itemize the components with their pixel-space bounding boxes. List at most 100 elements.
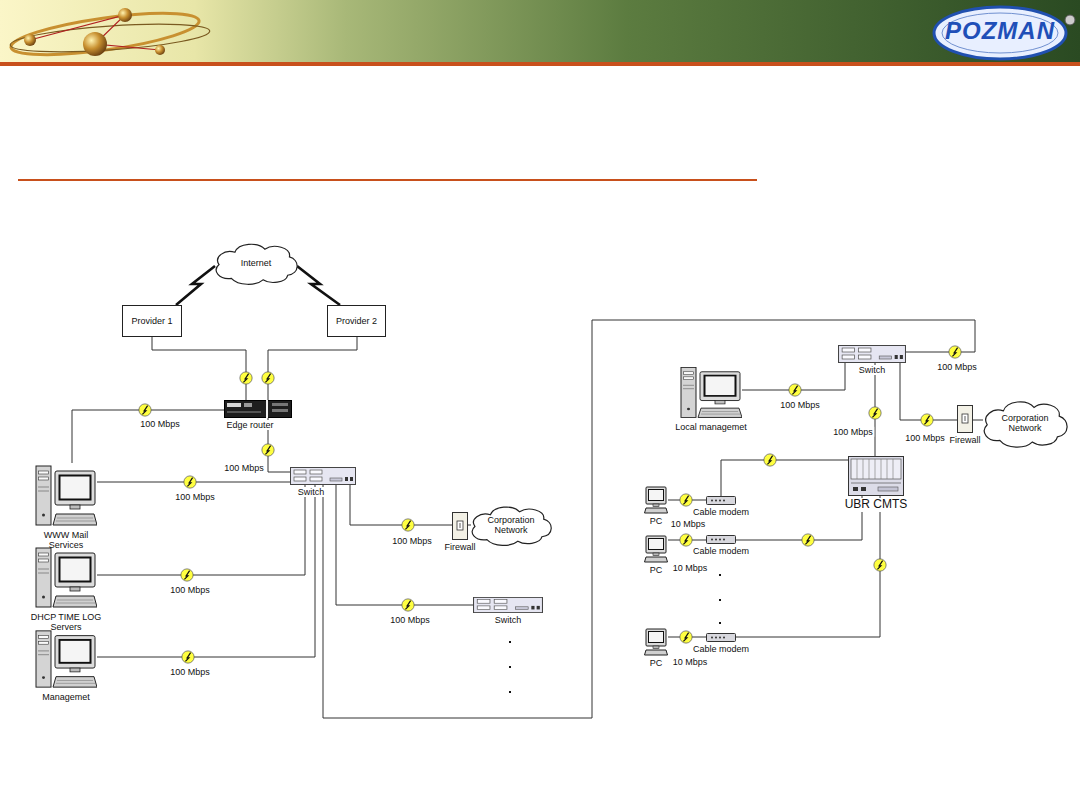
pc-computer-icon: [644, 486, 668, 514]
firewall-device-shape: [453, 513, 468, 540]
network-link: [152, 337, 246, 400]
cable-modem: Cable modem: [706, 496, 736, 505]
pc-computer: PC: [644, 628, 668, 656]
speed-label: 100 Mbps: [936, 362, 978, 372]
firewall-device: Firewall: [452, 512, 468, 540]
cable-modem: Cable modem: [706, 535, 736, 544]
label-holder: Switch: [297, 487, 326, 497]
label-holder: 100 Mbps: [832, 427, 874, 437]
device-label: UBR CMTS: [844, 498, 909, 512]
cable-modem-shape: [707, 497, 736, 505]
network-cloud-shape: [216, 244, 297, 284]
management-computer-icon: [35, 628, 97, 690]
speed-label: 100 Mbps: [223, 463, 265, 473]
device-label: PC: [649, 516, 664, 526]
logo-ellipse: [934, 7, 1066, 59]
network-switch: Switch: [473, 597, 543, 613]
link-speed-icon: [181, 569, 193, 581]
network-link: [97, 485, 305, 575]
cable-modem-icon: [706, 633, 736, 642]
network-link: [323, 320, 975, 718]
label-holder: 10 Mbps: [670, 519, 707, 529]
cable-modem-icon: [706, 496, 736, 505]
link-speed-icon: [182, 651, 194, 663]
network-switch: Switch: [290, 467, 356, 485]
label-holder: 100 Mbps: [904, 433, 946, 443]
device-label: Managemet: [41, 692, 91, 702]
firewall-device-icon: [957, 405, 973, 433]
continuation-dot: [719, 574, 721, 576]
text-holder: Provider 2: [328, 306, 385, 336]
server-computer: WWW Mail Services: [35, 463, 97, 528]
label-holder: Cable modem: [692, 644, 750, 654]
server-computer-shape: [36, 466, 97, 525]
logo-text: POZMAN: [945, 19, 1055, 43]
network-link: [973, 420, 983, 421]
network-link: [268, 337, 357, 400]
speed-label: 10 Mbps: [672, 657, 709, 667]
label-holder: Local managemet: [674, 422, 748, 432]
firewall-device-shape: [958, 406, 973, 433]
label-holder: 100 Mbps: [391, 536, 433, 546]
server-computer-shape: [36, 548, 97, 607]
management-computer-icon: [680, 365, 742, 420]
edge-router: Edge router: [224, 400, 292, 418]
network-switch-shape: [291, 468, 356, 485]
management-computer: Managemet: [35, 628, 97, 690]
label-holder: PC: [649, 565, 664, 575]
link-speed-icon: [680, 494, 692, 506]
link-speed-icon: [802, 534, 814, 546]
network-link: [468, 525, 471, 526]
label-holder: 100 Mbps: [936, 362, 978, 372]
text-holder: Corporation Network: [468, 503, 554, 547]
cloud-label: Corporation Network: [483, 515, 539, 536]
continuation-dot: [509, 691, 511, 693]
label-holder: DHCP TIME LOG Servers: [25, 612, 107, 633]
network-switch-icon: [838, 345, 906, 363]
pc-computer-icon: [644, 535, 668, 563]
management-computer: Local managemet: [680, 365, 742, 420]
network-switch-shape: [839, 346, 906, 363]
header-bar: [0, 0, 1080, 70]
text-holder: Provider 1: [123, 306, 181, 336]
speed-label: 100 Mbps: [389, 615, 431, 625]
link-speed-icon: [262, 372, 274, 384]
continuation-dot: [719, 622, 721, 624]
network-switch-icon: [290, 467, 356, 485]
text-holder: Internet: [212, 240, 300, 286]
link-speed-icon: [921, 414, 933, 426]
label-holder: 10 Mbps: [672, 657, 709, 667]
link-speed-icon: [402, 599, 414, 611]
speed-label: 100 Mbps: [174, 492, 216, 502]
network-switch-icon: [473, 597, 543, 613]
box-label: Provider 2: [336, 316, 377, 326]
device-label: PC: [649, 658, 664, 668]
label-holder: 100 Mbps: [174, 492, 216, 502]
lightning-link: [176, 266, 215, 305]
pc-computer-shape: [645, 629, 668, 655]
speed-label: 100 Mbps: [139, 419, 181, 429]
pc-computer: PC: [644, 535, 668, 563]
title-underline: [18, 179, 757, 181]
speed-label: 100 Mbps: [904, 433, 946, 443]
cloud-label: Corporation Network: [995, 413, 1055, 434]
cable-modem-shape: [707, 536, 736, 544]
continuation-dot: [509, 666, 511, 668]
label-holder: UBR CMTS: [844, 498, 909, 512]
label-holder: 10 Mbps: [672, 563, 709, 573]
label-holder: PC: [649, 516, 664, 526]
cable-modem-shape: [707, 634, 736, 642]
device-label: Cable modem: [692, 546, 750, 556]
network-switch-shape: [474, 597, 543, 612]
label-holder: Switch: [858, 365, 887, 375]
network-link: [736, 496, 880, 637]
device-label: Firewall: [443, 542, 476, 552]
speed-label: 100 Mbps: [169, 585, 211, 595]
label-holder: POZMAN: [945, 19, 1055, 43]
network-cloud: Corporation Network: [980, 397, 1070, 449]
cmts-chassis-shape: [849, 457, 904, 496]
label-holder: Firewall: [443, 542, 476, 552]
